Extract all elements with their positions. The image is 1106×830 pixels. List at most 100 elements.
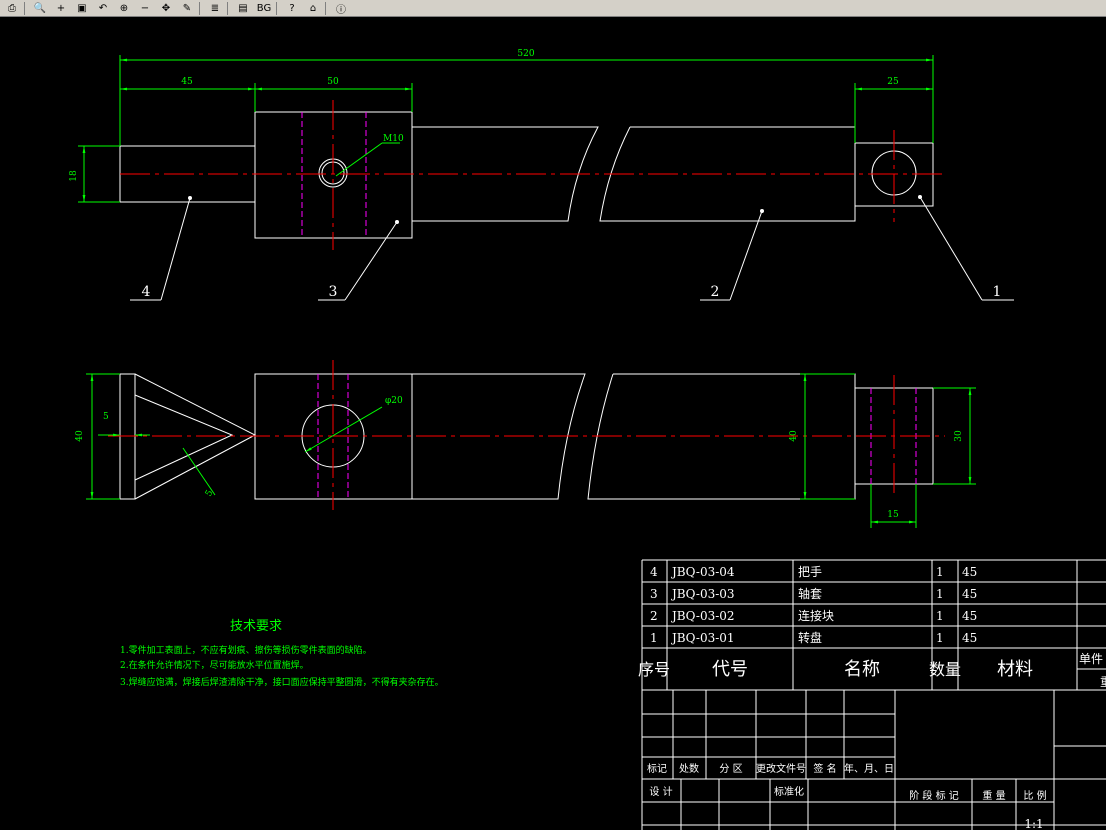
- balloon-4: 4: [142, 284, 151, 300]
- balloon-leaders: [130, 196, 1014, 301]
- bom-rows: 4 JBQ-03-04 把手 1 45 3 JBQ-03-03 轴套 1 45 2 JBQ-03-02…: [650, 565, 977, 645]
- tech-title: 技术要求: [230, 619, 282, 634]
- dim-text-25: 25: [887, 77, 899, 87]
- bom-cell-no: 3: [650, 587, 658, 601]
- info-icon[interactable]: ⓘ: [336, 4, 346, 16]
- bom-header-name: 名称: [844, 659, 880, 680]
- balloon-dots: [188, 195, 922, 224]
- balloon-2: 2: [711, 284, 720, 300]
- dim-text-40-left: 40: [75, 430, 85, 442]
- bom-cell-no: 4: [650, 565, 658, 579]
- tb-scale-value: 1:1: [1024, 817, 1043, 830]
- tech-line-2: 2.在条件允许情况下，尽可能放水平位置施焊。: [120, 659, 309, 671]
- top-dimensions: [86, 373, 976, 528]
- pan-icon[interactable]: ✥: [161, 2, 171, 14]
- toolbar-separator: [276, 1, 277, 15]
- zoom-window-icon[interactable]: ▣: [77, 2, 87, 14]
- background-icon[interactable]: BG: [256, 2, 272, 14]
- toolbar: ⎙ 🔍 + ▣ ↶ ⊕−✥ ✎ ≣ ▤ BG? ⌂ ⓘ: [0, 0, 1106, 17]
- front-dimensions: [78, 55, 934, 203]
- dim-text-5: 5: [103, 412, 109, 422]
- part-4-v-fork-inner: [134, 394, 234, 481]
- dim-text-phi20: φ20: [385, 396, 403, 406]
- dim-text-45: 45: [181, 77, 193, 87]
- tb-weight: 重 量: [982, 789, 1005, 802]
- bom-header-mat: 材料: [997, 659, 1033, 680]
- dim-text-40-right: 40: [789, 430, 799, 442]
- bom-cell-qty: 1: [936, 609, 944, 623]
- print-icon[interactable]: ⎙: [8, 2, 16, 14]
- drawing-canvas[interactable]: 520 45 50 25 18 M10 4 3 2 1: [0, 17, 1106, 830]
- bom-cell-no: 1: [650, 631, 658, 645]
- tech-line-3: 3.焊缝应饱满，焊接后焊渣清除干净，接口面应保持平整圆滑，不得有夹杂存在。: [120, 676, 444, 688]
- technical-requirements: 技术要求 1.零件加工表面上，不应有划痕、擦伤等损伤零件表面的缺陷。 2.在条件…: [120, 619, 444, 688]
- title-block-grid: [642, 690, 1106, 830]
- balloon-3: 3: [329, 284, 338, 300]
- leader-dot: [760, 209, 764, 213]
- zoom-extents-icon[interactable]: ⊕: [119, 2, 129, 14]
- tb-zone: 分 区: [719, 763, 742, 775]
- bom-header-single: 单件: [1079, 652, 1103, 666]
- bom-cell-code: JBQ-03-04: [670, 565, 735, 579]
- measure-icon[interactable]: ✎: [182, 2, 192, 14]
- front-view: [119, 111, 934, 239]
- bom-header-code: 代号: [712, 659, 748, 680]
- toolbar-separator: [227, 1, 228, 15]
- tb-count: 处数: [679, 762, 699, 775]
- bom-cell-qty: 1: [936, 565, 944, 579]
- layers-icon[interactable]: ≣: [210, 2, 220, 14]
- bom-header-single-sub: 重: [1100, 675, 1106, 689]
- bom-cell-qty: 1: [936, 631, 944, 645]
- dim-text-520: 520: [517, 49, 534, 59]
- bom-cell-name: 轴套: [798, 586, 822, 601]
- dim-text-5-diag: 5: [204, 488, 216, 498]
- bom-header: 序号 代号 名称 数量 材料 单件 重: [638, 652, 1106, 689]
- title-block-texts: 标记 处数 分 区 更改文件号 签 名 年、月、日 设 计 标准化 阶 段 标 …: [647, 762, 1047, 830]
- toolbar-separator: [24, 1, 25, 15]
- leader-1: [919, 196, 983, 301]
- tb-mark: 标记: [647, 763, 667, 775]
- phi20-leader: [304, 406, 383, 453]
- bom-cell-name: 把手: [798, 565, 822, 579]
- zoom-realtime-icon[interactable]: 🔍: [33, 2, 47, 14]
- zoom-previous-icon[interactable]: ↶: [98, 2, 108, 14]
- bom-cell-no: 2: [650, 609, 658, 623]
- part-2-bar-left: [412, 126, 599, 222]
- zoom-in-icon[interactable]: +: [56, 2, 66, 14]
- zoom-out-icon[interactable]: −: [140, 2, 150, 14]
- tb-design: 设 计: [649, 785, 672, 798]
- front-hidden-lines: [301, 112, 367, 238]
- bom-cell-name: 转盘: [798, 630, 822, 645]
- dim-text-18: 18: [69, 170, 79, 182]
- bom-cell-code: JBQ-03-01: [670, 631, 735, 645]
- home-icon[interactable]: ⌂: [309, 2, 317, 14]
- tb-scale: 比 例: [1023, 789, 1046, 802]
- leader-3: [344, 221, 398, 301]
- leader-dot: [188, 196, 192, 200]
- bom-cell-qty: 1: [936, 587, 944, 601]
- part-3-block-outline: [254, 111, 413, 239]
- tb-change-doc: 更改文件号: [756, 762, 806, 775]
- tb-date: 年、月、日: [844, 762, 894, 775]
- leader-2: [729, 210, 763, 301]
- bom-cell-mat: 45: [962, 565, 977, 579]
- front-dimension-texts: 520 45 50 25 18 M10: [69, 49, 899, 182]
- print-preview-icon[interactable]: ▤: [238, 2, 248, 14]
- part-2-bar-top-left: [412, 373, 586, 500]
- part-2-bar-top-right: [587, 373, 856, 500]
- tb-sign: 签 名: [813, 762, 836, 775]
- bom-cell-name: 连接块: [798, 608, 834, 623]
- bom-cell-code: JBQ-03-03: [670, 587, 735, 601]
- bom-cell-mat: 45: [962, 587, 977, 601]
- dim-line-5-diag: [182, 447, 216, 496]
- bom-cell-mat: 45: [962, 631, 977, 645]
- balloon-numbers: 4 3 2 1: [142, 284, 1002, 300]
- top-dimension-texts: 40 5 5 φ20 40 30 15: [75, 396, 964, 520]
- bom-cell-code: JBQ-03-02: [670, 609, 735, 623]
- m10-leader: [335, 142, 383, 177]
- leader-dot: [395, 220, 399, 224]
- dim-text-m10: M10: [383, 134, 404, 144]
- front-centerlines: [120, 100, 945, 250]
- top-centerlines: [108, 360, 945, 510]
- help-icon[interactable]: ?: [289, 2, 295, 14]
